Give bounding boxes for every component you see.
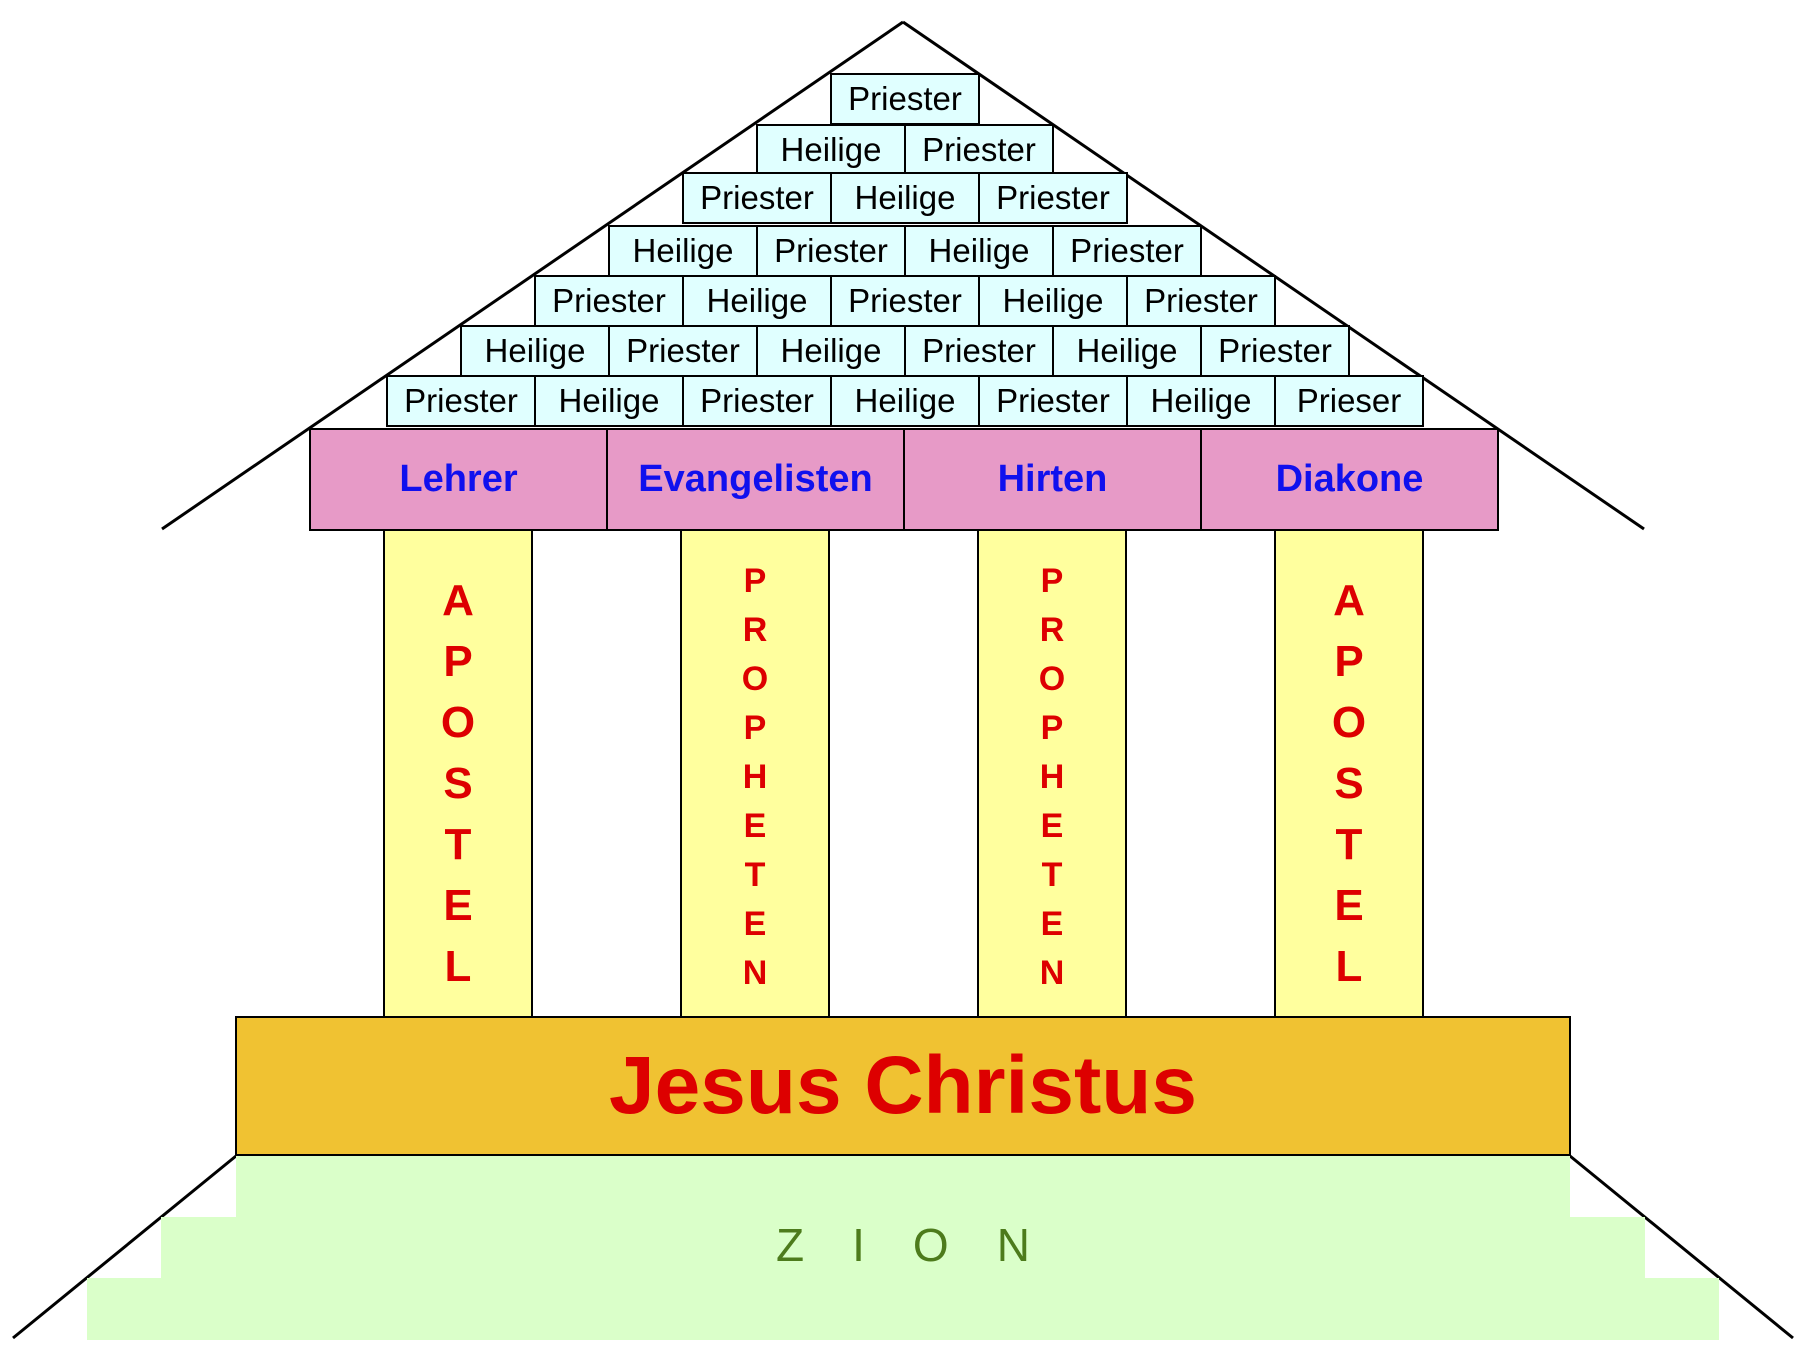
roof-brick-heilige: Heilige (830, 172, 980, 224)
roof-brick-priester: Priester (830, 73, 980, 125)
stair-left-edge (12, 1154, 237, 1340)
step-top (236, 1156, 1570, 1219)
pillar-propheten-2: PROPHETEN (680, 529, 830, 1018)
zion-label: ZION (776, 1219, 1078, 1271)
beam-diakone: Diakone (1200, 428, 1499, 531)
pillar-propheten-3: PROPHETEN (977, 529, 1127, 1018)
roof-brick-heilige: Heilige (460, 325, 610, 377)
roof-brick-prieser: Prieser (1274, 375, 1424, 427)
roof-brick-heilige: Heilige (682, 275, 832, 327)
roof-brick-priester: Priester (978, 172, 1128, 224)
roof-brick-heilige: Heilige (608, 225, 758, 277)
roof-brick-heilige: Heilige (830, 375, 980, 427)
pillar-label: APOSTEL (1331, 576, 1367, 991)
roof-brick-heilige: Heilige (756, 325, 906, 377)
roof-brick-priester: Priester (904, 325, 1054, 377)
roof-brick-priester: Priester (1052, 225, 1202, 277)
roof-brick-priester: Priester (534, 275, 684, 327)
roof-brick-priester: Priester (756, 225, 906, 277)
roof-brick-priester: Priester (608, 325, 758, 377)
roof-brick-heilige: Heilige (904, 225, 1054, 277)
pillar-label: PROPHETEN (1038, 562, 1066, 992)
roof-brick-priester: Priester (830, 275, 980, 327)
roof-brick-priester: Priester (904, 124, 1054, 176)
roof-brick-priester: Priester (386, 375, 536, 427)
roof-brick-heilige: Heilige (978, 275, 1128, 327)
roof-brick-heilige: Heilige (1052, 325, 1202, 377)
foundation-jesus-christus: Jesus Christus (235, 1016, 1571, 1156)
step-bottom (87, 1278, 1719, 1340)
stair-right-edge (1569, 1154, 1794, 1340)
roof-left-edge (161, 20, 904, 531)
roof-brick-heilige: Heilige (1126, 375, 1276, 427)
roof-brick-priester: Priester (978, 375, 1128, 427)
pillar-label: APOSTEL (440, 576, 476, 991)
pillar-label: PROPHETEN (741, 562, 769, 992)
roof-brick-priester: Priester (682, 375, 832, 427)
roof-brick-priester: Priester (682, 172, 832, 224)
roof-brick-priester: Priester (1126, 275, 1276, 327)
pillar-apostel-4: APOSTEL (1274, 529, 1424, 1018)
roof-brick-priester: Priester (1200, 325, 1350, 377)
pillar-apostel-1: APOSTEL (383, 529, 533, 1018)
step-middle (161, 1217, 1645, 1280)
beam-hirten: Hirten (903, 428, 1202, 531)
beam-lehrer: Lehrer (309, 428, 608, 531)
roof-brick-heilige: Heilige (756, 124, 906, 176)
roof-brick-heilige: Heilige (534, 375, 684, 427)
beam-evangelisten: Evangelisten (606, 428, 905, 531)
